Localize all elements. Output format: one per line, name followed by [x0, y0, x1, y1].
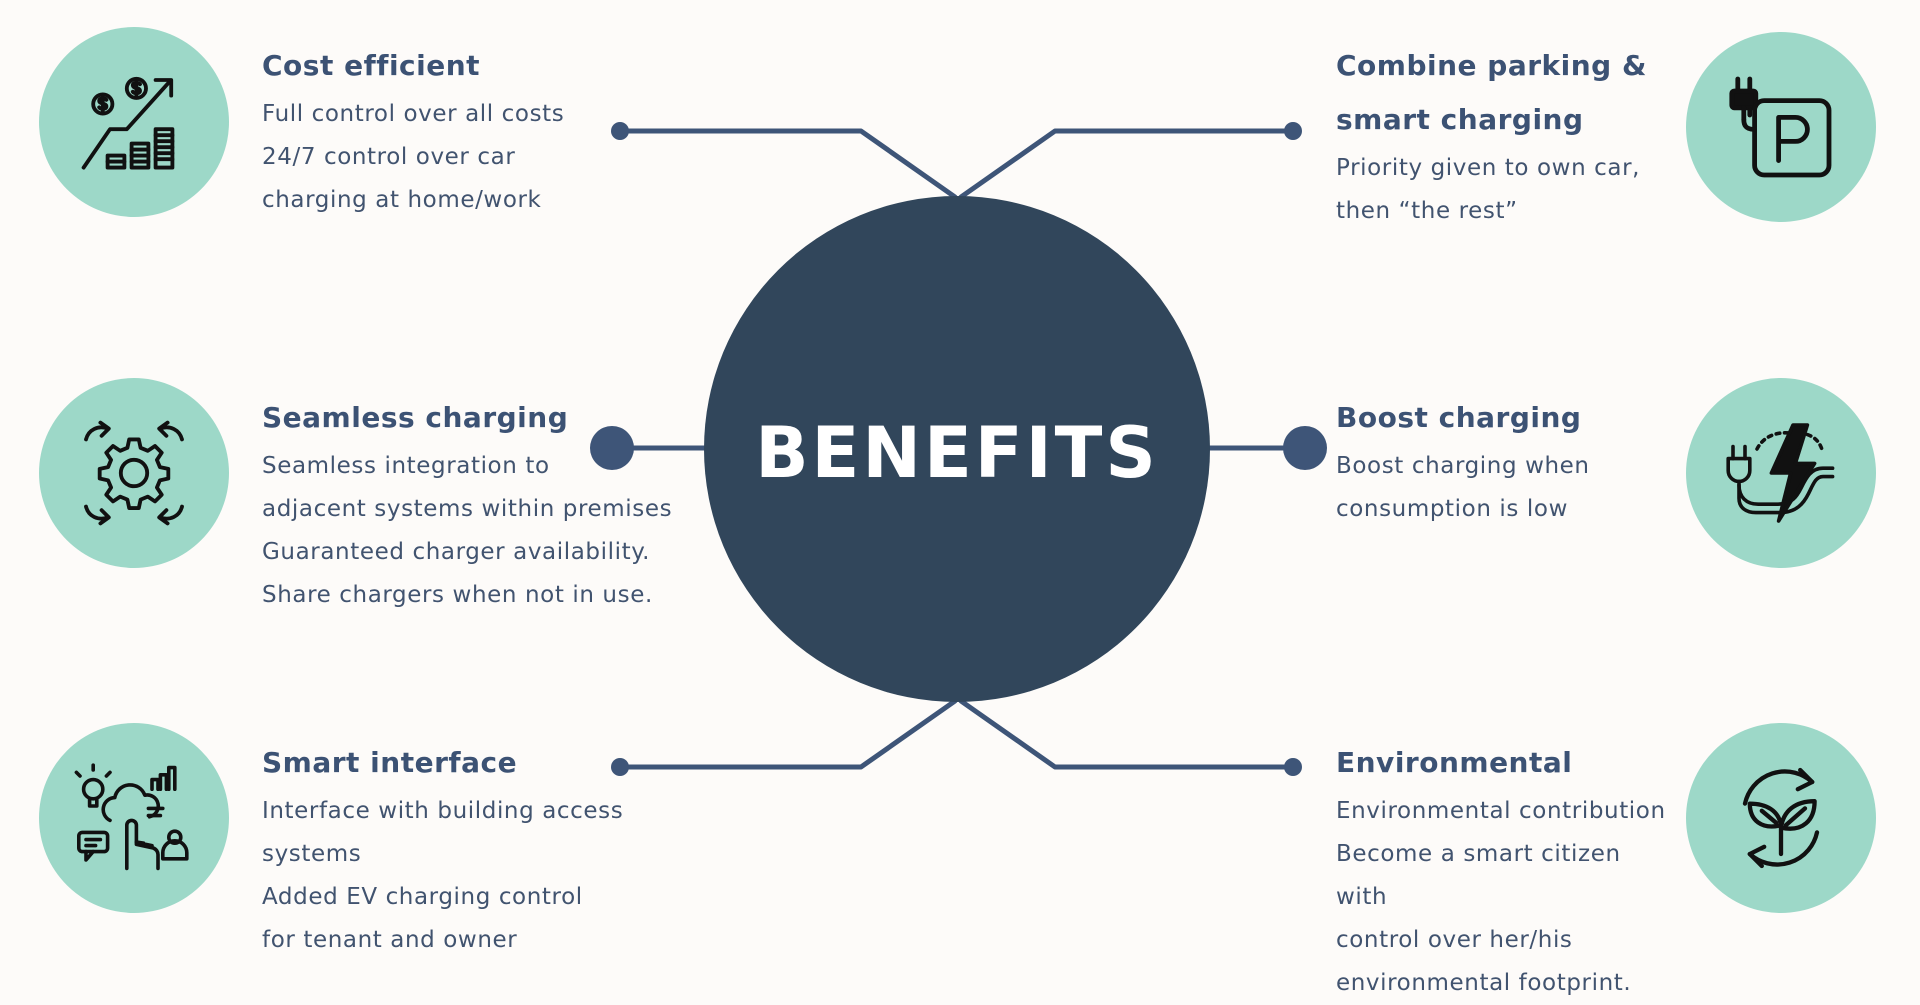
- benefit-line: consumption is low: [1336, 496, 1568, 522]
- connector-cost: [617, 128, 958, 200]
- benefit-line: adjacent systems within premises: [262, 496, 673, 522]
- smart-interface-cloud-icon: [74, 763, 189, 871]
- benefit-boost: Boost charging Boost charging when consu…: [1336, 391, 1676, 531]
- money-growth-chart-icon: [81, 76, 175, 170]
- benefit-parking: Combine parking & smart charging Priorit…: [1336, 39, 1676, 233]
- parking-plug-icon: [1729, 76, 1832, 178]
- benefits-diagram: BENEFITS: [39, 27, 1876, 996]
- benefit-line: charging at home/work: [262, 187, 542, 213]
- benefit-environmental: Environmental Environmental contribution…: [1336, 736, 1676, 1005]
- benefit-line: then “the rest”: [1336, 198, 1518, 224]
- environmental-icon-circle: [1686, 723, 1876, 913]
- benefit-heading: smart charging: [1336, 103, 1584, 136]
- connector-dot-environmental: [1284, 758, 1302, 776]
- gear-cycle-arrows-icon: [84, 420, 184, 526]
- parking-icon-circle: [1686, 32, 1876, 222]
- benefit-line: Seamless integration to: [262, 453, 550, 479]
- benefit-heading: Boost charging: [1336, 401, 1582, 434]
- benefit-line: Priority given to own car,: [1336, 155, 1641, 181]
- benefit-cost: Cost efficient Full control over all cos…: [262, 39, 732, 222]
- benefit-line: Interface with building access: [262, 798, 624, 824]
- connector-parking: [958, 128, 1296, 200]
- benefit-line: Share chargers when not in use.: [262, 582, 653, 608]
- benefit-seamless: Seamless charging Seamless integration t…: [262, 391, 732, 617]
- benefit-line: control over her/his: [1336, 927, 1573, 953]
- connector-lines: [590, 122, 1327, 776]
- benefit-line: for tenant and owner: [262, 927, 518, 953]
- benefit-heading: Environmental: [1336, 746, 1573, 779]
- benefit-line: Guaranteed charger availability.: [262, 539, 651, 565]
- benefit-line: Full control over all costs: [262, 101, 565, 127]
- benefits-hub: BENEFITS: [704, 196, 1210, 702]
- connector-dot-interface: [611, 758, 629, 776]
- benefit-line: systems: [262, 841, 362, 867]
- connector-dot-parking: [1284, 122, 1302, 140]
- boost-icon-circle: [1686, 378, 1876, 568]
- recycle-leaves-icon: [1742, 767, 1820, 869]
- connector-dot-boost: [1283, 426, 1327, 470]
- benefit-line: Boost charging when: [1336, 453, 1590, 479]
- benefit-line: environmental footprint.: [1336, 970, 1632, 996]
- seamless-icon-circle: [39, 378, 229, 568]
- connector-dot-cost: [611, 122, 629, 140]
- hub-title: BENEFITS: [755, 412, 1159, 494]
- cost-icon-circle: [39, 27, 229, 217]
- connector-dot-seamless: [590, 426, 634, 470]
- benefit-heading: Smart interface: [262, 746, 518, 779]
- benefit-line: Environmental contribution: [1336, 798, 1666, 824]
- plug-lightning-icon: [1726, 423, 1835, 523]
- benefit-heading: Cost efficient: [262, 49, 481, 82]
- connector-interface: [617, 698, 958, 770]
- benefit-line: 24/7 control over car: [262, 144, 516, 170]
- interface-icon-circle: [39, 723, 229, 913]
- benefit-heading: Seamless charging: [262, 401, 569, 434]
- benefit-interface: Smart interface Interface with building …: [262, 736, 732, 962]
- connector-environmental: [958, 698, 1296, 770]
- benefit-heading: Combine parking &: [1336, 49, 1647, 82]
- benefit-line: Added EV charging control: [262, 884, 583, 910]
- benefit-line: Become a smart citizen with: [1336, 841, 1621, 910]
